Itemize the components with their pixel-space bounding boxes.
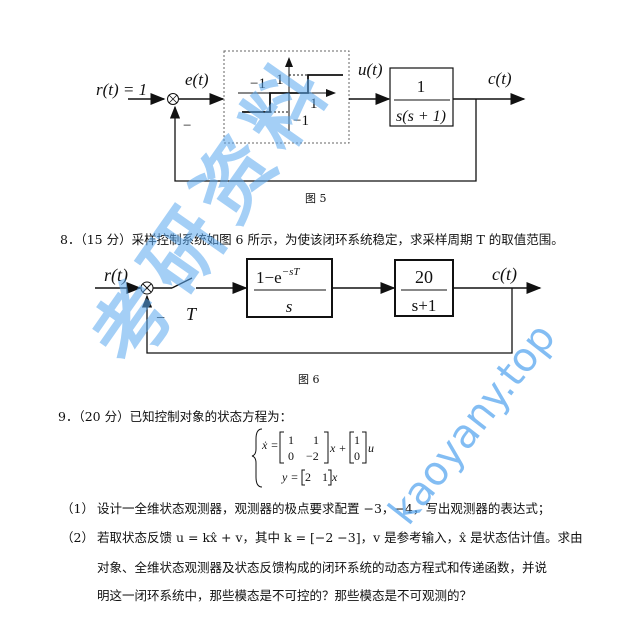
input-label: r(t)	[104, 265, 128, 286]
plant-denominator: s+1	[412, 296, 437, 315]
question-8: 8．（15 分）采样控制系统如图 6 所示，为使该闭环系统稳定，求采样周期 T …	[60, 232, 564, 247]
svg-text:u: u	[368, 441, 374, 455]
part-1-number: （1）	[61, 501, 94, 516]
part-2-line-2: 对象、全维状态观测器及状态反馈构成的闭环系统的动态方程式和传递函数，并说	[97, 560, 548, 575]
relay-neg-x-label: −1	[250, 76, 266, 92]
part-1-text: 设计一全维状态观测器，观测器的极点要求配置 −3，−4，写出观测器的表达式；	[97, 501, 551, 516]
part-2-number: （2）	[61, 530, 94, 545]
figure-6-block-diagram: r(t) T − 1−e−sT s 20 s+1 c(t)	[95, 258, 542, 354]
feedback-path	[141, 288, 513, 354]
svg-text:0: 0	[288, 449, 294, 463]
svg-text:1: 1	[288, 433, 294, 447]
error-label: e(t)	[185, 70, 209, 89]
svg-text:2: 2	[305, 470, 311, 484]
figure-5-block-diagram: r(t) = 1 e(t) − −1 1 1 −1 u(t) 1 s(s + 1…	[96, 50, 526, 182]
svg-text:0: 0	[354, 449, 360, 463]
plant-numerator: 1	[417, 77, 426, 96]
question-9-stem: 9．（20 分）已知控制对象的状态方程为：	[58, 409, 293, 424]
relay-nonlinearity-block	[223, 50, 350, 144]
plant-numerator: 20	[415, 267, 433, 287]
state-equations: ẋ = 1 1 0 −2 x + 1 0 u y = 2 1 x	[251, 428, 374, 488]
input-label: r(t) = 1	[96, 80, 147, 99]
svg-text:y =: y =	[281, 470, 298, 484]
output-label: c(t)	[488, 69, 512, 88]
hold-denominator: s	[286, 297, 293, 316]
minus-sign: −	[156, 310, 165, 327]
svg-text:−2: −2	[306, 449, 319, 463]
part-2-line-3: 明这一闭环系统中，那些模态是不可控的？那些模态是不可观测的？	[97, 588, 473, 603]
hold-numerator: 1−e−sT	[256, 266, 300, 287]
sampler-switch	[171, 277, 193, 289]
control-label: u(t)	[358, 60, 383, 79]
relay-neg-y-label: −1	[293, 113, 309, 129]
relay-pos-x-label: 1	[310, 96, 318, 112]
figure-6-caption: 图 6	[298, 373, 320, 386]
svg-text:x +: x +	[329, 441, 346, 455]
figure-5-caption: 图 5	[305, 192, 327, 205]
svg-text:x: x	[331, 470, 338, 484]
plant-block	[389, 67, 454, 127]
svg-text:ẋ =: ẋ =	[261, 438, 278, 452]
svg-text:1: 1	[313, 433, 319, 447]
feedback-path	[169, 99, 477, 182]
svg-text:1: 1	[322, 470, 328, 484]
part-2-line-1: 若取状态反馈 u = kx̂ + v，其中 k = [−2 −3]，v 是参考输…	[97, 530, 583, 545]
output-label: c(t)	[492, 264, 517, 285]
sampler-period-label: T	[186, 304, 198, 324]
relay-pos-y-label: 1	[276, 72, 284, 88]
svg-text:1: 1	[354, 433, 360, 447]
plant-denominator: s(s + 1)	[396, 108, 446, 125]
minus-sign: −	[183, 118, 191, 134]
